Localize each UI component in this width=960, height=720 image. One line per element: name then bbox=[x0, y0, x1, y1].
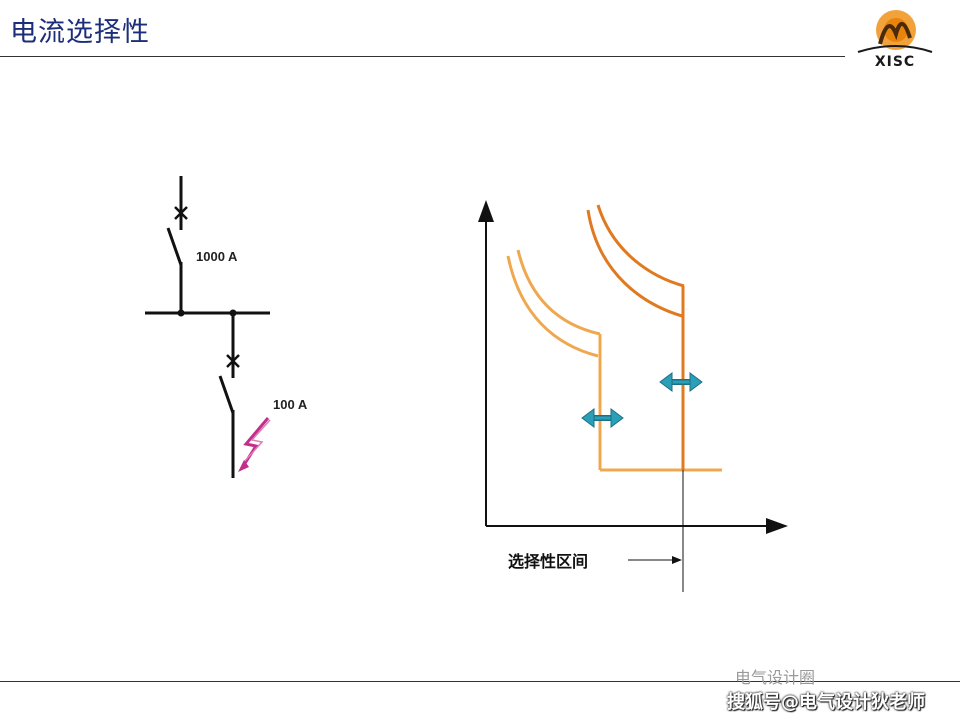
header-rule bbox=[0, 56, 845, 57]
page-title: 电流选择性 bbox=[10, 17, 150, 48]
watermark-line2: 搜狐号@电气设计狄老师 bbox=[727, 692, 925, 713]
selectivity-range-label: 选择性区间 bbox=[508, 552, 589, 571]
fault-lightning-icon bbox=[238, 417, 271, 472]
upstream-trip-curve bbox=[586, 204, 685, 470]
upper-breaker-rating: 1000 A bbox=[196, 249, 238, 264]
x-axis-arrow-icon bbox=[766, 518, 788, 534]
chart-axes bbox=[485, 218, 770, 527]
upstream-adjust-arrow-icon bbox=[659, 372, 703, 392]
y-axis-arrow-icon bbox=[478, 200, 494, 222]
lower-breaker-rating: 100 A bbox=[273, 397, 308, 412]
busbar-junction-right bbox=[229, 309, 237, 317]
upper-breaker-x-icon bbox=[174, 206, 188, 220]
single-line-circuit bbox=[145, 176, 270, 478]
selectivity-pointer-arrow-icon bbox=[672, 556, 682, 564]
lower-breaker-x-icon bbox=[226, 354, 240, 368]
logo-emblem-icon bbox=[857, 10, 933, 53]
downstream-trip-curve bbox=[506, 249, 722, 472]
logo-text: XISC bbox=[874, 54, 916, 70]
footer-rule bbox=[0, 681, 960, 682]
busbar-junction-left bbox=[177, 309, 185, 317]
logo: XISC bbox=[852, 4, 938, 74]
downstream-adjust-arrow-icon bbox=[581, 408, 624, 428]
watermark-line1: 电气设计圈 bbox=[735, 668, 816, 687]
